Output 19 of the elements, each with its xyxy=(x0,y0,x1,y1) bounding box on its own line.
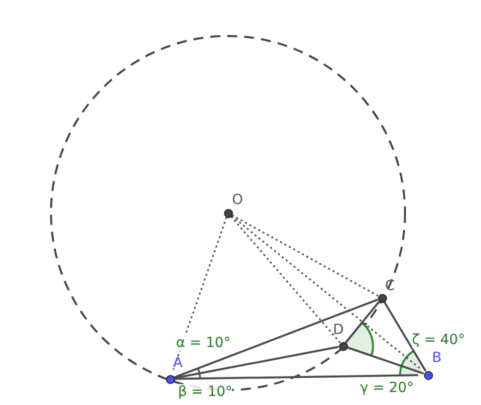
segment xyxy=(174,346,339,380)
point-label: O xyxy=(232,192,244,208)
point-label: A xyxy=(173,355,183,371)
segment xyxy=(174,374,418,380)
dotted-segment xyxy=(232,214,378,297)
segment xyxy=(346,346,424,374)
dotted-segment xyxy=(231,215,421,370)
point-label: B xyxy=(432,350,442,366)
point-label: C xyxy=(385,278,395,294)
dotted-segment xyxy=(230,216,341,344)
segment xyxy=(345,300,380,344)
angle-label: α = 10° xyxy=(176,335,231,351)
dotted-segment xyxy=(172,216,228,370)
angle-label: γ = 20° xyxy=(360,380,414,396)
segment xyxy=(383,301,427,372)
point-label: D xyxy=(333,322,344,338)
angle-label: β = 10° xyxy=(178,384,232,400)
angle-label: ζ = 40° xyxy=(412,332,466,348)
segment xyxy=(174,298,378,378)
